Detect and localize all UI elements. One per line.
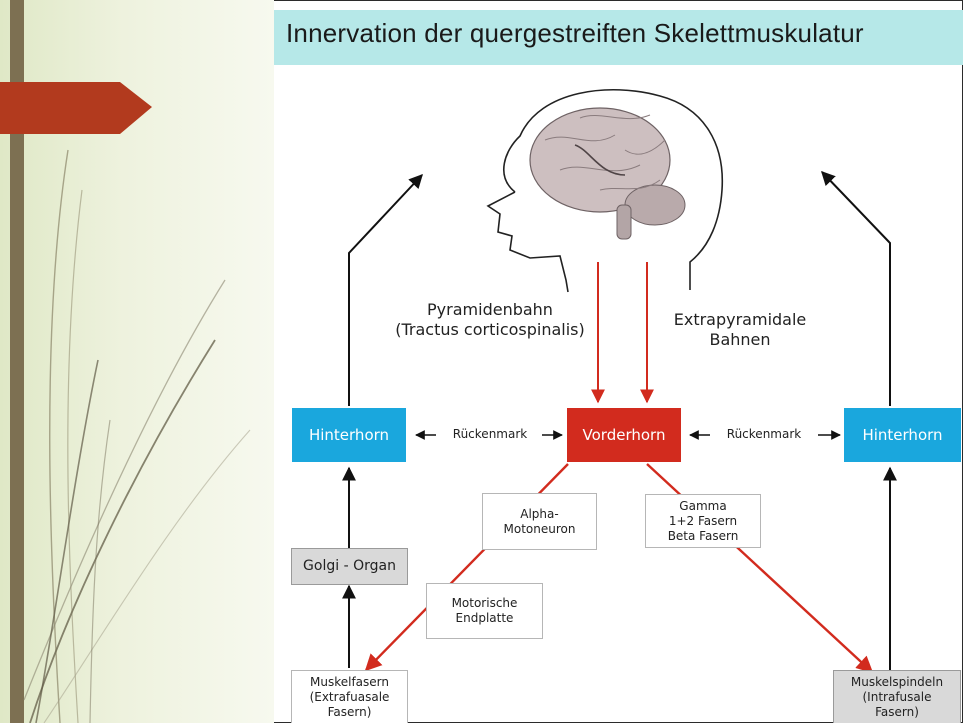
hinterhorn-right-node: Hinterhorn [844, 408, 961, 462]
muskelspindeln-line1: Muskelspindeln [850, 674, 944, 689]
muskelfasern-line1: Muskelfasern [310, 674, 389, 689]
muskelfasern-line3: Fasern) [327, 704, 372, 719]
brain-icon [486, 88, 724, 293]
extrapyramidal-label: Extrapyramidale Bahnen [655, 310, 825, 350]
title-bar: Innervation der quergestreiften Skelettm… [274, 10, 963, 65]
vorderhorn-node: Vorderhorn [567, 408, 681, 462]
rueckenmark-right-label: Rückenmark [726, 427, 802, 441]
muskelspindeln-line3: Fasern) [875, 704, 919, 719]
motorische-endplatte-box: Motorische Endplatte [426, 583, 543, 639]
golgi-label: Golgi - Organ [303, 558, 396, 574]
grass-decoration [23, 149, 251, 723]
left-decorative-panel [0, 0, 274, 723]
hinterhorn-left-label: Hinterhorn [308, 426, 390, 444]
red-arrow-tab-icon [0, 82, 152, 134]
golgi-organ-box: Golgi - Organ [291, 548, 408, 585]
pyramidenbahn-label-line2: (Tractus corticospinalis) [395, 320, 585, 339]
left-ascending-arrow [348, 173, 423, 406]
gamma-line1: Gamma [679, 498, 727, 513]
muskelfasern-line2: (Extrafuasale [309, 689, 390, 704]
alpha-line1: Alpha- [520, 506, 559, 521]
extrapyramidal-label-line2: Bahnen [709, 330, 771, 349]
motorische-line1: Motorische [451, 596, 518, 610]
alpha-line2: Motoneuron [503, 521, 576, 536]
hinterhorn-right-label: Hinterhorn [862, 426, 943, 444]
pyramidenbahn-label: Pyramidenbahn (Tractus corticospinalis) [380, 300, 600, 340]
slide-title: Innervation der quergestreiften Skelettm… [286, 18, 864, 48]
muskelfasern-box: Muskelfasern (Extrafuasale Fasern) [291, 670, 408, 723]
left-accent-bar [10, 0, 24, 723]
hinterhorn-left-node: Hinterhorn [292, 408, 406, 462]
gamma-line2: 1+2 Fasern [668, 513, 738, 528]
alpha-motoneuron-box: Alpha- Motoneuron [482, 493, 597, 550]
vorderhorn-label: Vorderhorn [582, 426, 666, 444]
extrapyramidal-label-line1: Extrapyramidale [673, 310, 807, 329]
gamma-line3: Beta Fasern [667, 528, 739, 543]
gamma-fasern-box: Gamma 1+2 Fasern Beta Fasern [645, 494, 761, 548]
pyramidenbahn-label-line1: Pyramidenbahn [427, 300, 553, 319]
motorische-line2: Endplatte [455, 611, 514, 625]
muskelspindeln-line2: (Intrafusale [862, 689, 932, 704]
right-ascending-arrow [821, 170, 891, 406]
muskelspindeln-box: Muskelspindeln (Intrafusale Fasern) [833, 670, 961, 723]
rueckenmark-left-label: Rückenmark [452, 427, 528, 441]
